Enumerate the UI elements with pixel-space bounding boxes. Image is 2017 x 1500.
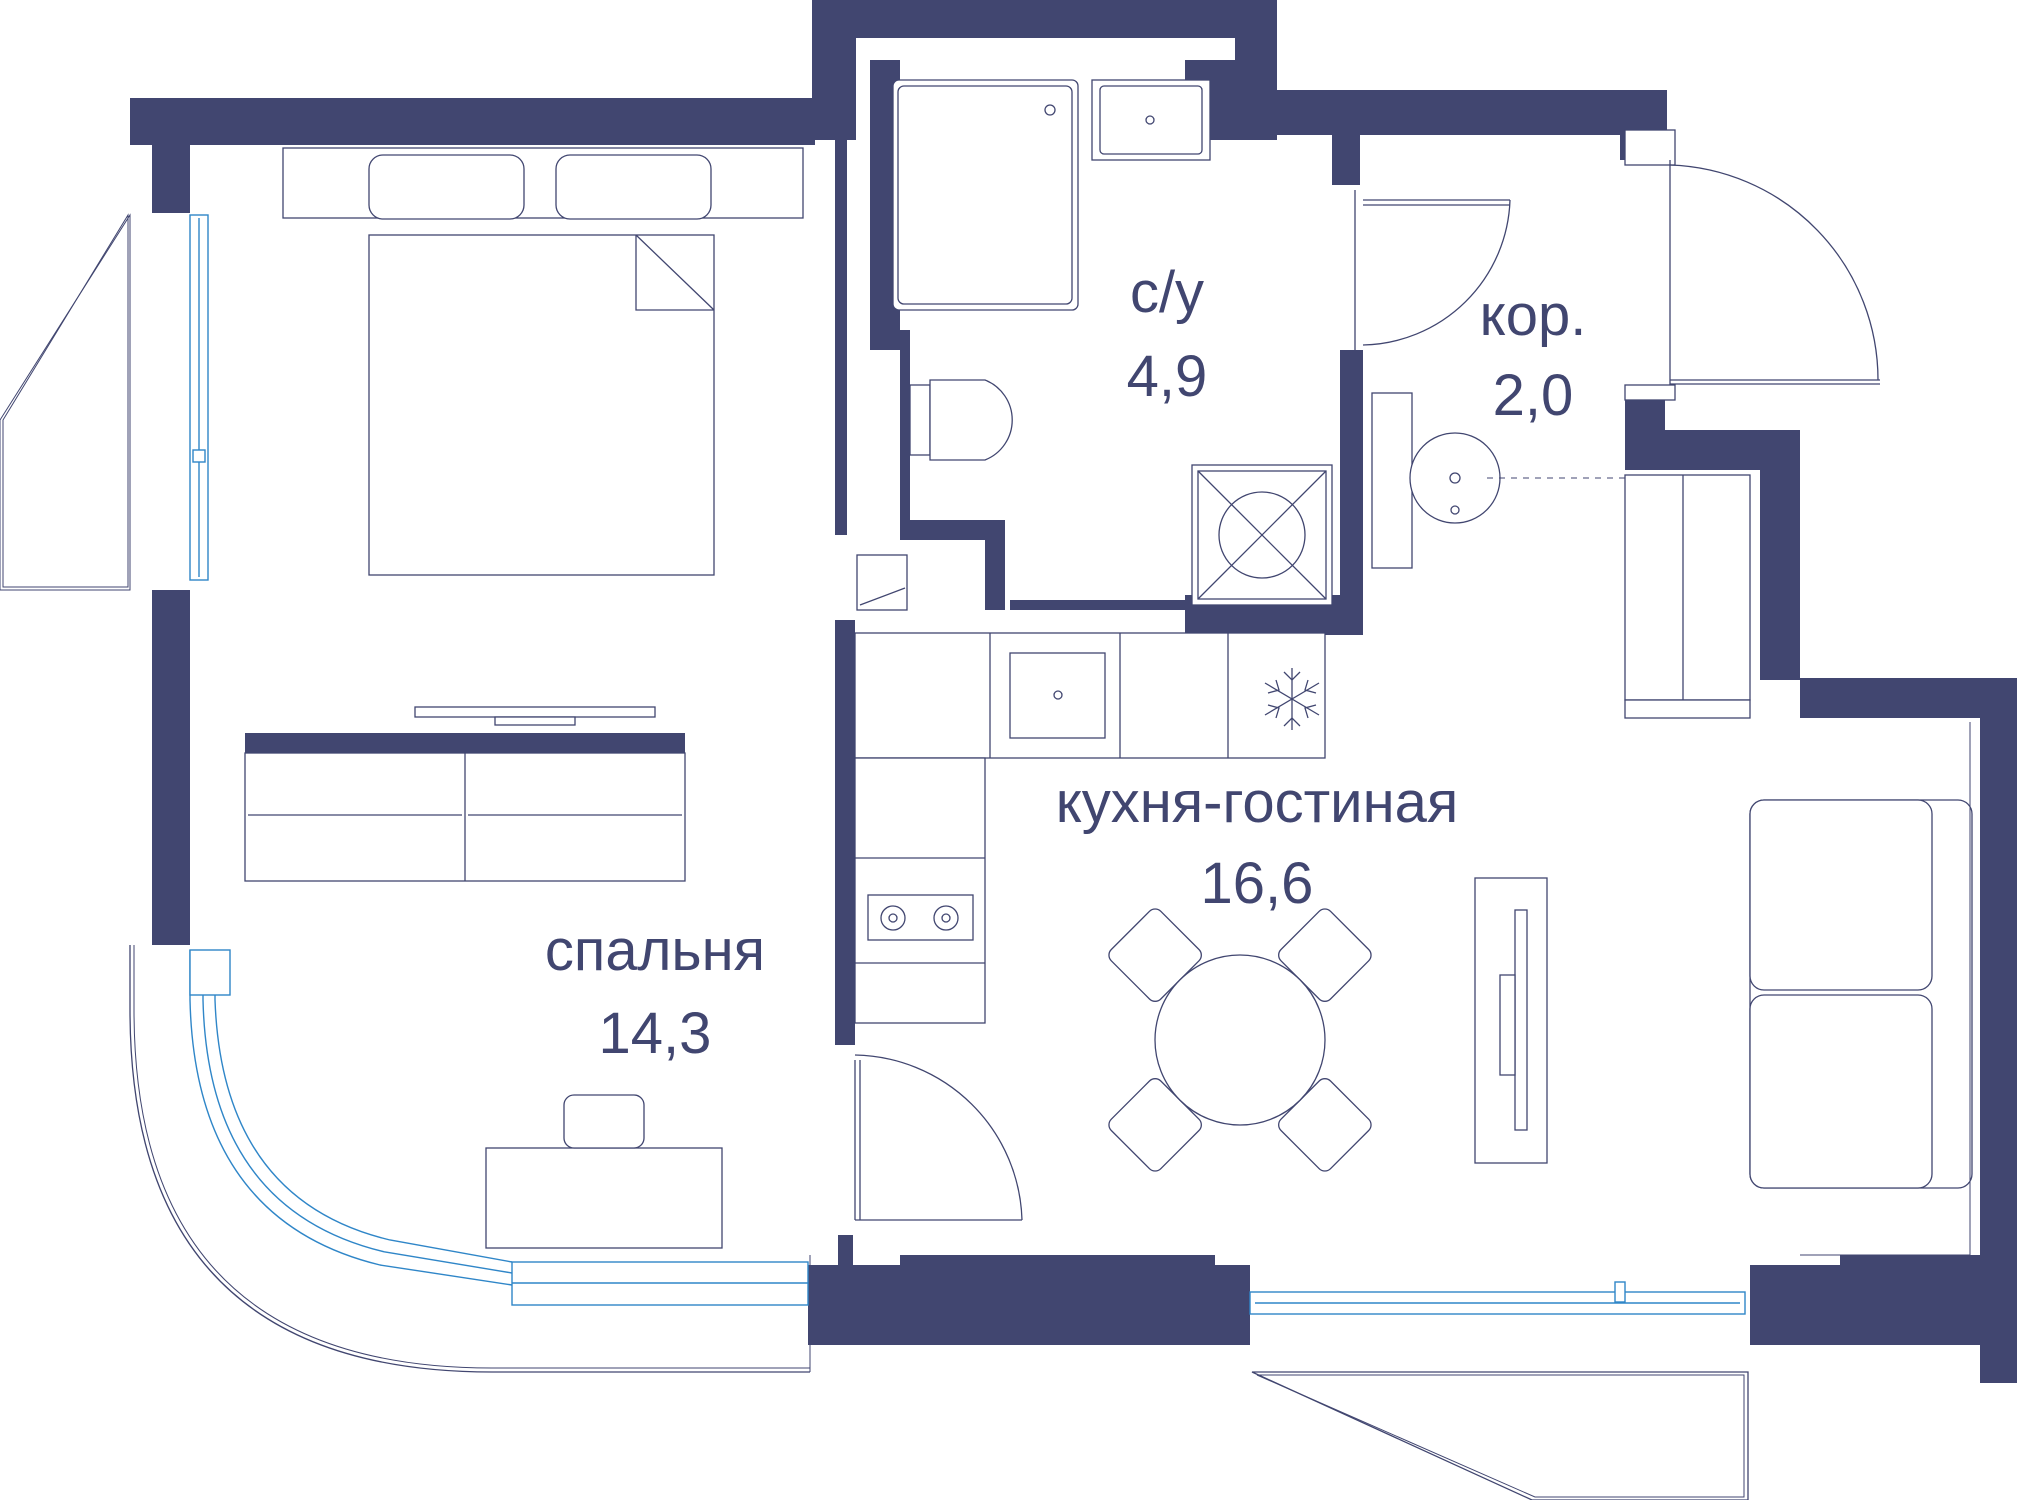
balcony-left	[0, 213, 131, 591]
tv-icon	[414, 706, 656, 726]
corridor-furniture	[1371, 392, 1751, 719]
bathroom-name: с/у	[1130, 260, 1204, 325]
windows	[189, 214, 1746, 1372]
window-icon	[189, 214, 209, 581]
balcony-bottom-left	[129, 945, 810, 1373]
balcony-bottom-right	[1251, 1371, 1749, 1500]
kitchen-furniture	[854, 632, 1973, 1256]
wardrobe	[1624, 474, 1751, 701]
bathroom-furniture	[856, 79, 1333, 611]
corridor-area: 2,0	[1493, 363, 1574, 428]
bed-icon	[282, 147, 804, 576]
room-labels: с/у 4,9 кор. 2,0 кухня-гостиная 16,6 спа…	[545, 260, 1586, 1066]
bathroom-area: 4,9	[1127, 344, 1208, 409]
kitchen-living-name: кухня-гостиная	[1056, 770, 1459, 835]
dining-table-icon	[1108, 908, 1372, 1172]
toilet-icon	[909, 379, 1013, 461]
window-icon	[1249, 1281, 1746, 1315]
doors	[854, 129, 1880, 1221]
bedroom-furniture	[244, 147, 804, 1249]
kitchen-living-area: 16,6	[1201, 851, 1314, 916]
desk-icon	[485, 1147, 723, 1249]
chair-icon	[1371, 392, 1501, 569]
window-icon	[189, 949, 809, 1306]
sink-icon	[1091, 79, 1211, 161]
washing-machine-icon	[1191, 464, 1333, 606]
chair-icon	[563, 1094, 645, 1149]
sofa-icon	[1749, 799, 1973, 1189]
door-icon	[854, 1054, 1023, 1221]
walls	[130, 0, 2017, 1383]
stove-icon	[867, 894, 974, 941]
wardrobe	[244, 752, 686, 882]
tv-icon	[1474, 877, 1548, 1164]
bedroom-area: 14,3	[599, 1001, 712, 1066]
snowflake-icon	[1264, 668, 1320, 730]
door-icon	[1624, 129, 1880, 401]
corridor-name: кор.	[1480, 283, 1587, 348]
sink-icon	[1009, 652, 1106, 739]
door-icon	[1354, 190, 1511, 350]
shower-icon	[892, 79, 1079, 311]
bedroom-name: спальня	[545, 918, 765, 983]
